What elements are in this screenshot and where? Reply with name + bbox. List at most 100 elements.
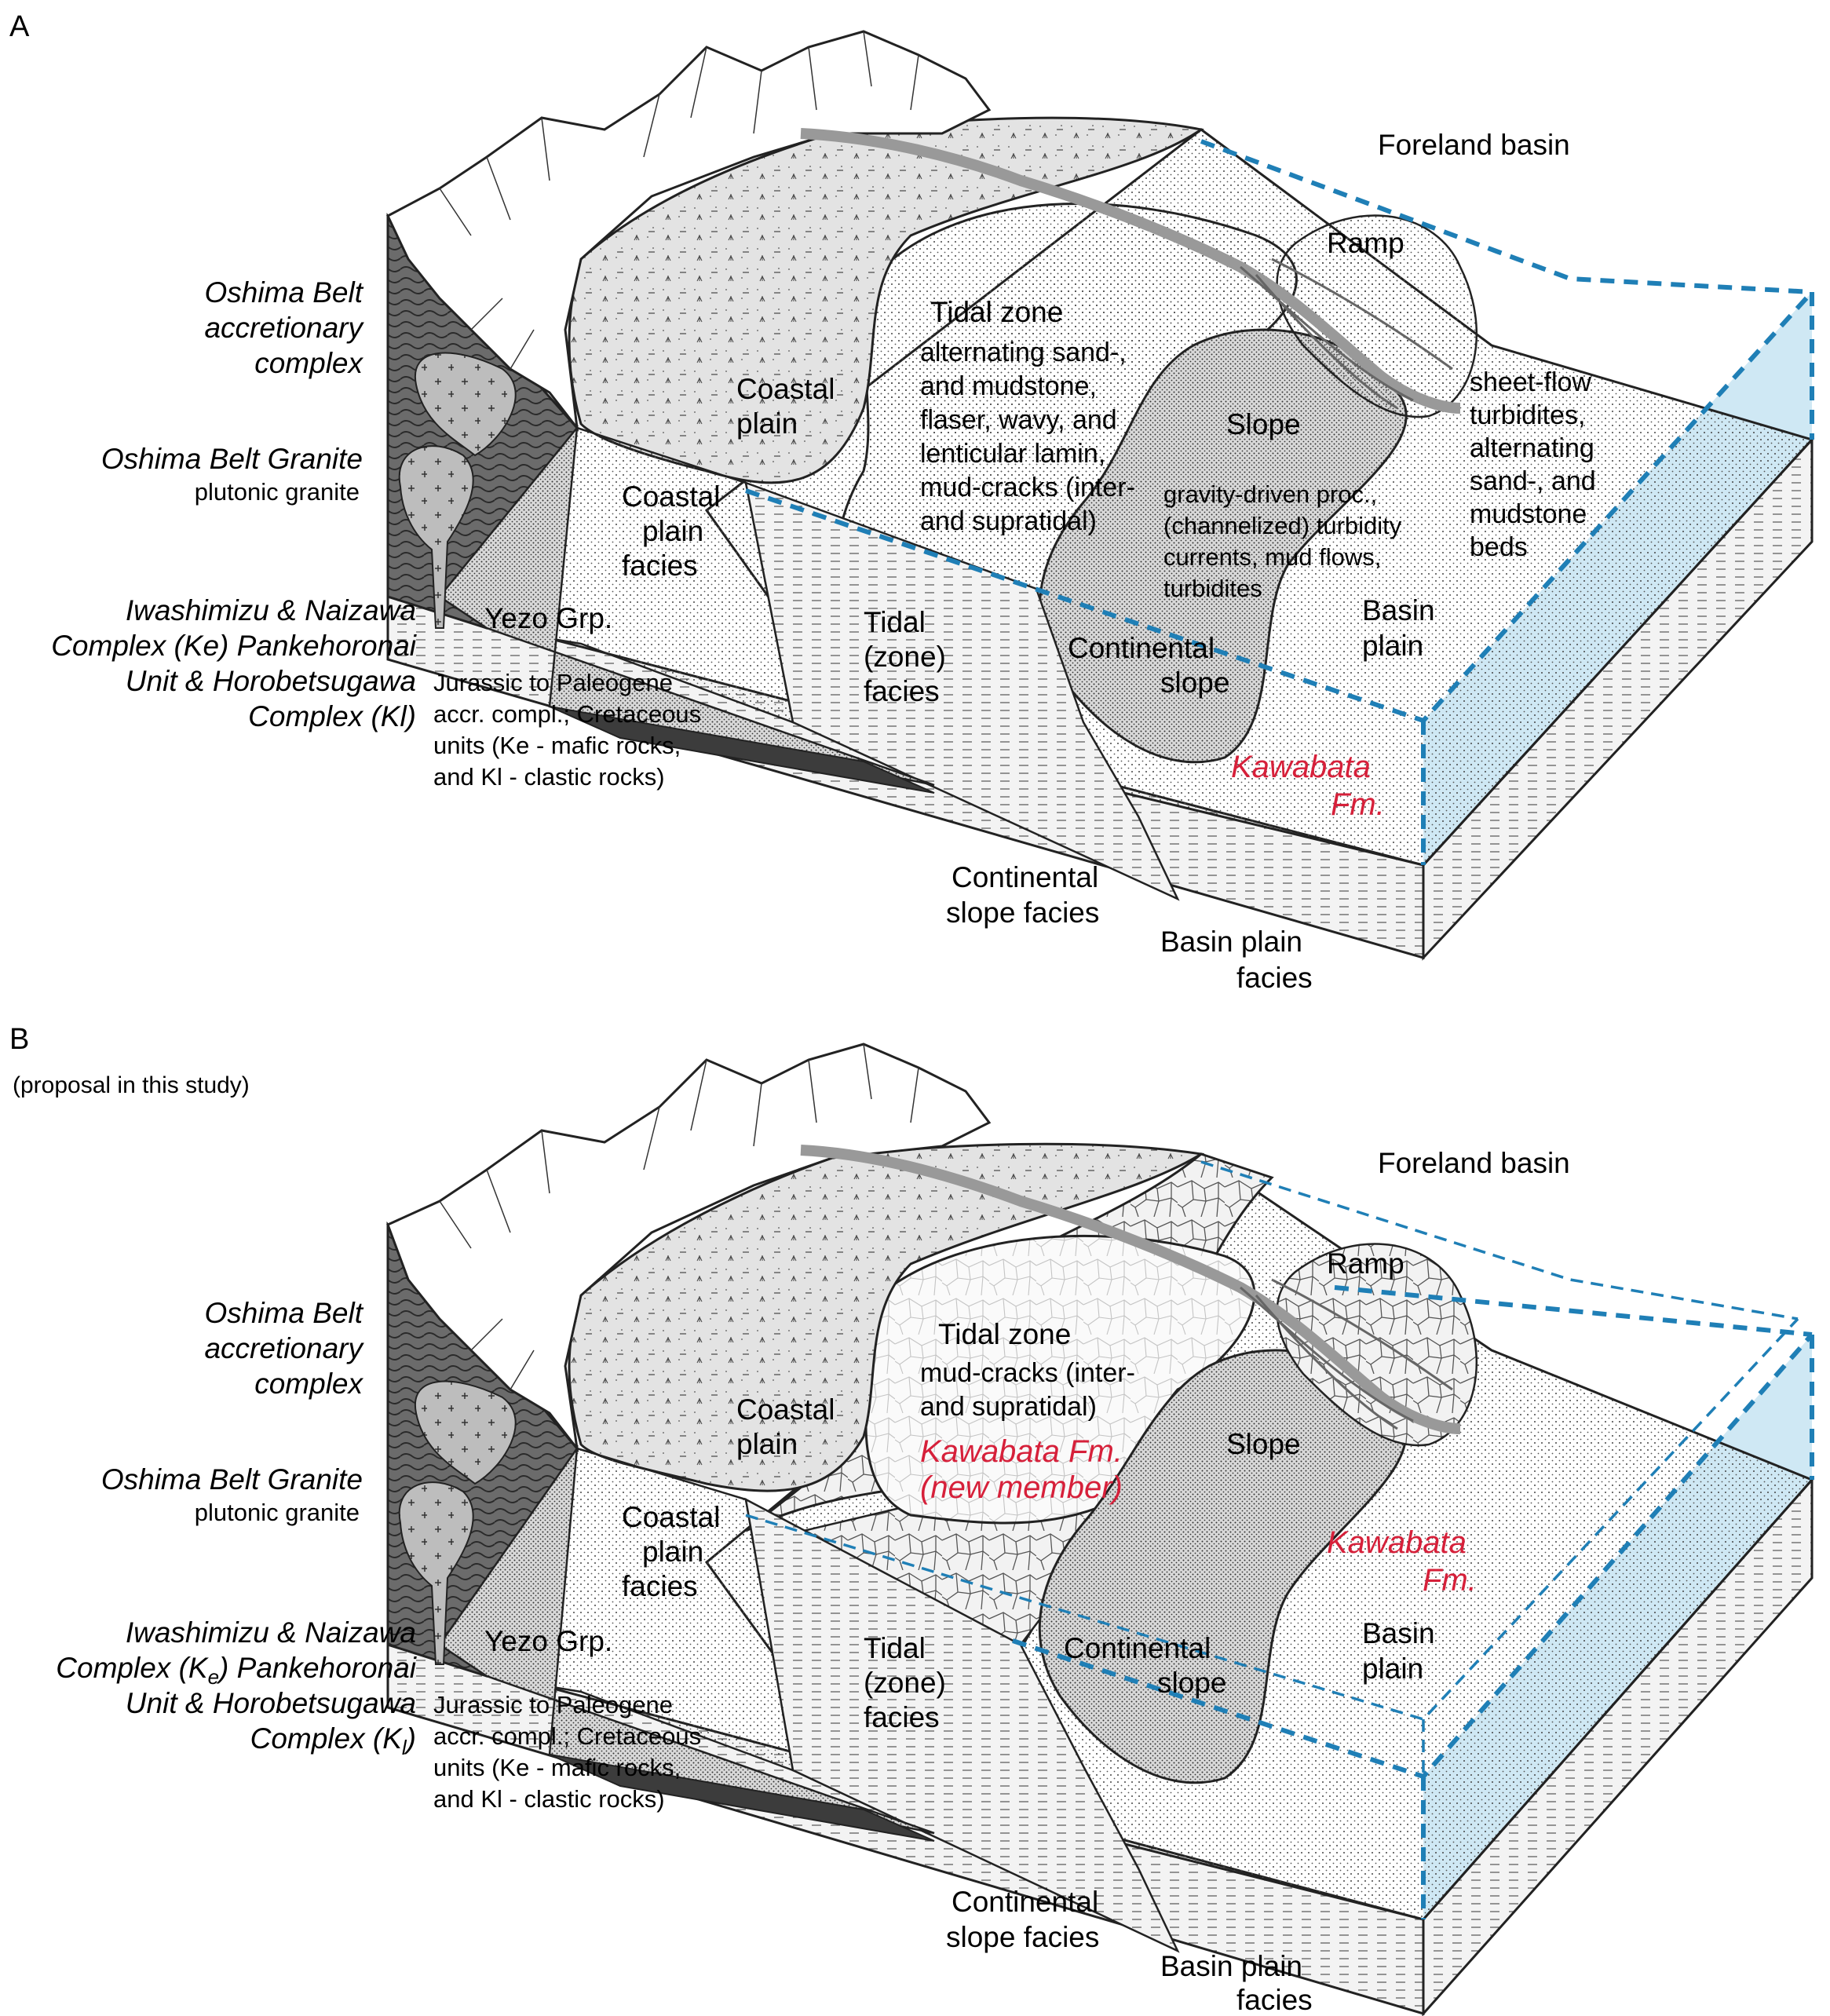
jurassic-line-3-a: units (Ke - mafic rocks,: [433, 732, 681, 759]
yezo-label-b: Yezo Grp.: [484, 1625, 612, 1657]
granite-title-a: Oshima Belt Granite: [101, 443, 363, 475]
panel-b: B (proposal in this study): [9, 1023, 1814, 2016]
coastal-plain-facies-line-3-a: facies: [622, 550, 698, 582]
kawabata-line-1-a: Kawabata: [1231, 750, 1371, 784]
iwashimizu-line-2-a: Complex (Ke) Pankehoronai: [51, 630, 418, 662]
oshima-belt-line-1-a: Oshima Belt: [204, 276, 363, 309]
sheet-flow-line-3-a: alternating: [1470, 433, 1594, 463]
dark-wedge-a: [549, 706, 935, 794]
continental-slope-facies-line-1-a: Continental: [952, 861, 1098, 893]
iwashimizu-line-3-a: Unit & Horobetsugawa: [126, 665, 416, 697]
iwashimizu-line-3-b: Unit & Horobetsugawa: [126, 1687, 416, 1719]
panel-b-subtitle: (proposal in this study): [13, 1072, 250, 1098]
river-distributaries-a: [1240, 257, 1453, 410]
slope-label-b: Slope: [1226, 1428, 1301, 1460]
tidal-desc-line-1-a: alternating sand-,: [920, 338, 1127, 367]
basin-plain-line-1-b: Basin: [1362, 1617, 1435, 1649]
mountain-ridges-b: [439, 1043, 919, 1390]
tidal-facies-line-2-b: (zone): [864, 1667, 946, 1699]
gravity-line-1-a: gravity-driven proc.,: [1163, 480, 1377, 508]
coastal-plain-facies-line-3-b: facies: [622, 1570, 698, 1602]
mountains-b: [386, 1043, 992, 1453]
slope-label-a: Slope: [1226, 408, 1301, 440]
continental-slope-line-1-b: Continental: [1064, 1632, 1211, 1664]
dashed-box-thin-b: [745, 1160, 1799, 1777]
granite-sub-a: plutonic granite: [195, 478, 360, 506]
kawabata-new-line-2-b: (new member): [920, 1470, 1123, 1505]
yezo-label-a: Yezo Grp.: [484, 602, 612, 634]
tidal-desc-line-4-a: lenticular lamin,: [920, 439, 1105, 469]
coastal-plain-line-1-b: Coastal: [736, 1393, 835, 1426]
coastal-plain-line-1-a: Coastal: [736, 373, 835, 405]
tidal-desc-line-5-a: mud-cracks (inter-: [920, 473, 1135, 502]
coastal-plain-line-2-a: plain: [736, 407, 798, 440]
basin-plain-facies-line-1-b: Basin plain: [1160, 1950, 1302, 1982]
basin-plain-line-2-b: plain: [1362, 1653, 1423, 1685]
oshima-belt-line-2-a: accretionary: [204, 312, 364, 344]
jurassic-line-2-a: accr. compl.; Cretaceous: [433, 700, 701, 728]
jurassic-line-4-a: and Kl - clastic rocks): [433, 763, 665, 791]
granite-title-b: Oshima Belt Granite: [101, 1463, 363, 1496]
coastal-plain-facies-line-1-a: Coastal: [622, 480, 720, 513]
dashed-box-thick-b: [1012, 1285, 1814, 1919]
oshima-belt-line-1-b: Oshima Belt: [204, 1297, 363, 1329]
ramp-label-a: Ramp: [1327, 227, 1404, 259]
sheet-flow-line-6-a: beds: [1470, 532, 1528, 562]
tidal-facies-line-2-a: (zone): [864, 641, 946, 673]
jurassic-line-3-b: units (Ke - mafic rocks,: [433, 1754, 681, 1781]
river-a: [800, 128, 1461, 414]
continental-slope-line-2-b: slope: [1157, 1667, 1226, 1699]
coastal-plain-facies-line-2-b: plain: [642, 1536, 703, 1568]
oshima-belt-line-3-b: complex: [254, 1368, 363, 1400]
continental-slope-facies-line-2-a: slope facies: [946, 897, 1099, 929]
coastal-plain-facies-line-1-b: Coastal: [622, 1501, 720, 1533]
sheet-flow-line-4-a: sand-, and: [1470, 466, 1596, 496]
basin-plain-facies-line-2-a: facies: [1236, 962, 1313, 994]
river-b: [800, 1145, 1461, 1434]
basin-plain-line-2-a: plain: [1362, 630, 1423, 662]
tidal-zone-title-b: Tidal zone: [938, 1318, 1071, 1350]
oshima-belt-line-3-a: complex: [254, 347, 363, 379]
jurassic-line-1-b: Jurassic to Paleogene: [433, 1691, 673, 1718]
tidal-desc-line-6-a: and supratidal): [920, 506, 1097, 536]
basin-plain-line-1-a: Basin: [1362, 594, 1435, 626]
panel-a: A: [9, 10, 1814, 994]
tidal-desc-line-2-b: and supratidal): [920, 1392, 1097, 1422]
sheet-flow-line-1-a: sheet-flow: [1470, 367, 1591, 397]
continental-slope-line-2-a: slope: [1160, 667, 1229, 699]
jurassic-line-2-b: accr. compl.; Cretaceous: [433, 1722, 701, 1750]
iwashimizu-line-1-a: Iwashimizu & Naizawa: [126, 594, 416, 626]
continental-slope-facies-line-1-b: Continental: [952, 1886, 1098, 1918]
panel-b-letter: B: [9, 1023, 29, 1056]
basin-plain-facies-line-1-a: Basin plain: [1160, 926, 1302, 958]
continental-slope-facies-line-2-b: slope facies: [946, 1921, 1099, 1953]
basin-plain-facies-line-2-b: facies: [1236, 1984, 1313, 2016]
jurassic-line-1-a: Jurassic to Paleogene: [433, 669, 673, 696]
oshima-belt-line-2-b: accretionary: [204, 1332, 364, 1364]
tidal-facies-line-1-b: Tidal: [864, 1632, 926, 1664]
panel-a-letter: A: [9, 10, 30, 43]
kawabata-new-line-1-b: Kawabata Fm.: [920, 1434, 1123, 1469]
continental-slope-line-1-a: Continental: [1068, 632, 1215, 664]
granite-pluton-1-b: [414, 1380, 517, 1485]
iwashimizu-line-1-b: Iwashimizu & Naizawa: [126, 1616, 416, 1649]
mountains-a: [386, 30, 992, 433]
gravity-line-2-a: (channelized) turbidity: [1163, 512, 1402, 539]
iwashimizu-line-4-a: Complex (Kl): [248, 700, 416, 732]
gravity-line-4-a: turbidites: [1163, 575, 1262, 602]
dark-wedge-b: [549, 1754, 935, 1842]
granite-pluton-1-a: [414, 352, 517, 457]
tidal-zone-title-a: Tidal zone: [930, 296, 1063, 328]
kawabata-line-2-b: Fm.: [1423, 1563, 1477, 1598]
ramp-region-b: [1276, 1243, 1478, 1447]
river-distributaries-b: [1240, 1278, 1453, 1430]
coastal-plain-facies-line-2-a: plain: [642, 515, 703, 547]
dashed-box-a: [745, 139, 1814, 865]
ramp-label-b: Ramp: [1327, 1247, 1404, 1280]
jurassic-line-4-b: and Kl - clastic rocks): [433, 1785, 665, 1813]
kawabata-line-2-a: Fm.: [1331, 787, 1385, 822]
tidal-facies-line-3-b: facies: [864, 1701, 940, 1733]
iwashimizu-line-2-b: Complex (Ke) Pankehoronai: [56, 1652, 417, 1689]
sheet-flow-line-5-a: mudstone: [1470, 499, 1587, 529]
